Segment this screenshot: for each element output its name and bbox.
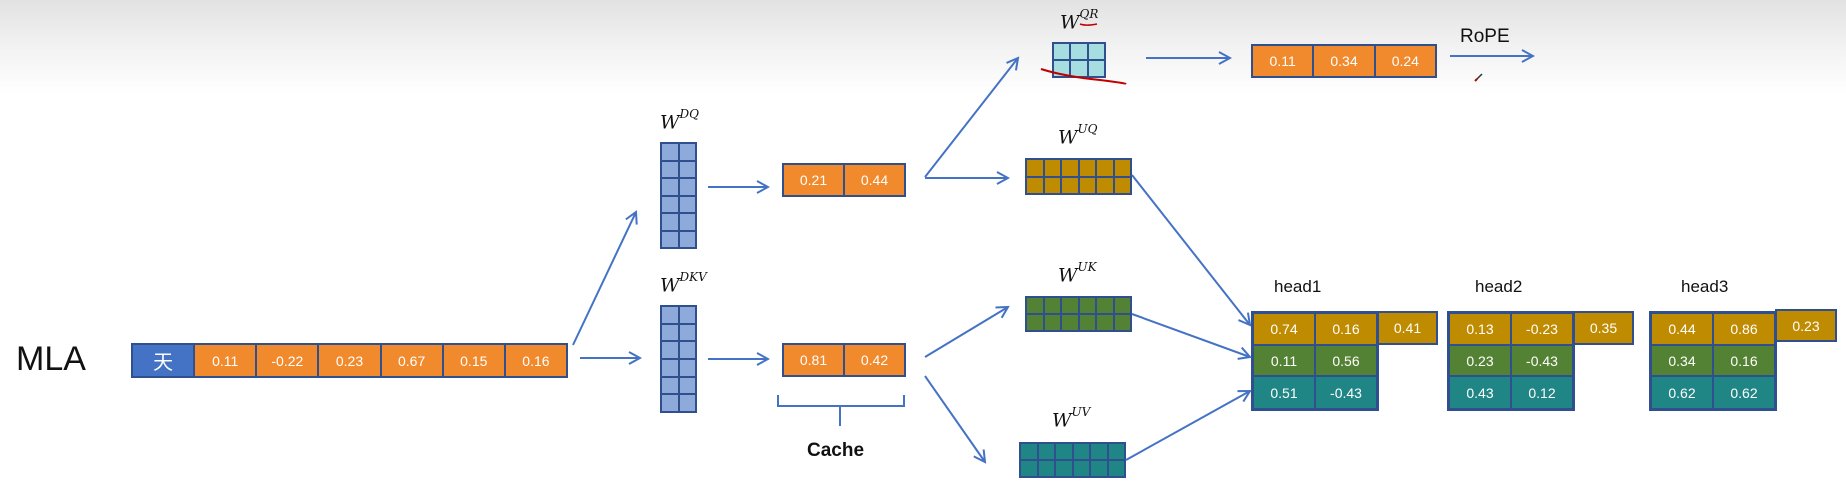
- head-label: head2: [1475, 277, 1523, 296]
- w-uq-label: WUQ: [1058, 122, 1098, 149]
- w-dkv-label: WDKV: [660, 270, 707, 297]
- w-uv-label: WUV: [1052, 405, 1091, 432]
- w-dkv-sup: DKV: [679, 270, 707, 284]
- head2-value-value: 0.12: [1511, 376, 1573, 409]
- rope-q-value: 0.11: [1253, 46, 1315, 76]
- head3-key-value: 0.16: [1713, 345, 1775, 376]
- arrow-latent-q-to-wqr: [924, 58, 1018, 178]
- head1-key-value: 0.56: [1315, 345, 1377, 376]
- token-value: 0.16: [505, 345, 566, 376]
- arrow-latent-kv-to-wuv: [924, 375, 985, 462]
- w-uk-matrix: [1025, 296, 1132, 332]
- w-uk-sup: UK: [1077, 260, 1097, 274]
- head2-rope-cell: 0.35: [1573, 311, 1634, 345]
- w-qr-base: W: [1060, 11, 1080, 34]
- arrow-latent-kv-to-wuk: [924, 307, 1008, 358]
- w-qr-matrix: [1052, 42, 1106, 78]
- head1-query-value: 0.16: [1315, 313, 1377, 345]
- w-uk-label: WUK: [1058, 260, 1097, 287]
- latent-q-value: 0.44: [845, 165, 904, 195]
- w-uq-base: W: [1058, 126, 1078, 149]
- token-value: 0.11: [195, 345, 258, 376]
- arrow-token-to-wdq: [572, 212, 636, 346]
- w-uv-sup: UV: [1071, 405, 1091, 419]
- head1-value-value: 0.51: [1253, 376, 1315, 409]
- token-value: 0.23: [319, 345, 382, 376]
- head2-key-value: 0.23: [1449, 345, 1511, 376]
- head2-query-value: 0.13: [1449, 313, 1511, 345]
- head2-rope-value: 0.35: [1575, 313, 1632, 343]
- w-uv-base: W: [1052, 409, 1072, 432]
- w-dkv-base: W: [660, 274, 680, 297]
- latent-q-vector: 0.21 0.44: [782, 163, 906, 197]
- cache-label: Cache: [807, 440, 865, 461]
- token-value: 0.15: [443, 345, 506, 376]
- head3-rope-value: 0.23: [1777, 311, 1835, 340]
- head3-value-value: 0.62: [1713, 376, 1775, 409]
- w-dkv-matrix: [660, 305, 697, 413]
- head1-value-value: -0.43: [1315, 376, 1377, 409]
- w-dq-matrix: [660, 142, 697, 249]
- arrow-wuq-to-head1: [1131, 174, 1250, 325]
- latent-kv-value: 0.81: [784, 345, 845, 375]
- red-annotation-underline: [1079, 23, 1098, 26]
- rope-label: RoPE: [1460, 26, 1510, 47]
- token-value: -0.22: [257, 345, 320, 376]
- head3-query-value: 0.86: [1713, 313, 1775, 345]
- latent-kv-vector: 0.81 0.42: [782, 343, 906, 377]
- token-value: 0.67: [381, 345, 444, 376]
- red-annotation-stroke: [1040, 68, 1127, 85]
- head2-block: 0.13 -0.23 0.23 -0.43 0.43 0.12: [1447, 311, 1575, 411]
- w-qr-label: WQR: [1060, 7, 1099, 34]
- head2-key-value: -0.43: [1511, 345, 1573, 376]
- w-uk-base: W: [1058, 264, 1078, 287]
- head1-block: 0.74 0.16 0.11 0.56 0.51 -0.43: [1251, 311, 1379, 411]
- w-uv-matrix: [1019, 442, 1126, 478]
- latent-kv-value: 0.42: [845, 345, 904, 375]
- head3-query-value: 0.44: [1651, 313, 1713, 345]
- head-label: head1: [1274, 277, 1322, 296]
- w-uq-matrix: [1025, 158, 1132, 195]
- w-dq-sup: DQ: [679, 107, 699, 121]
- head1-rope-cell: 0.41: [1377, 311, 1438, 345]
- latent-q-value: 0.21: [784, 165, 845, 195]
- arrow-wuv-to-head1: [1125, 391, 1250, 461]
- w-uq-sup: UQ: [1077, 122, 1098, 136]
- pen-cursor-tip: [1474, 78, 1478, 82]
- w-qr-sup: QR: [1079, 7, 1099, 21]
- head3-block: 0.44 0.86 0.34 0.16 0.62 0.62: [1649, 311, 1777, 411]
- head1-key-value: 0.11: [1253, 345, 1315, 376]
- token-char: 天: [133, 345, 196, 376]
- head1-rope-value: 0.41: [1379, 313, 1436, 343]
- head2-value-value: 0.43: [1449, 376, 1511, 409]
- rope-q-value: 0.34: [1314, 46, 1376, 76]
- diagram-title: MLA: [16, 340, 86, 378]
- cache-brace: [777, 395, 905, 426]
- rope-q-vector: 0.11 0.34 0.24: [1251, 44, 1437, 78]
- head2-query-value: -0.23: [1511, 313, 1573, 345]
- head3-rope-cell: 0.23: [1775, 309, 1837, 342]
- w-dq-base: W: [660, 111, 680, 134]
- head3-value-value: 0.62: [1651, 376, 1713, 409]
- head1-query-value: 0.74: [1253, 313, 1315, 345]
- head-label: head3: [1681, 277, 1729, 296]
- w-dq-label: WDQ: [660, 107, 699, 134]
- rope-q-value: 0.24: [1375, 46, 1435, 76]
- head3-key-value: 0.34: [1651, 345, 1713, 376]
- token-embedding-vector: 天 0.11 -0.22 0.23 0.67 0.15 0.16: [131, 343, 568, 378]
- arrow-wuk-to-head1: [1131, 313, 1250, 357]
